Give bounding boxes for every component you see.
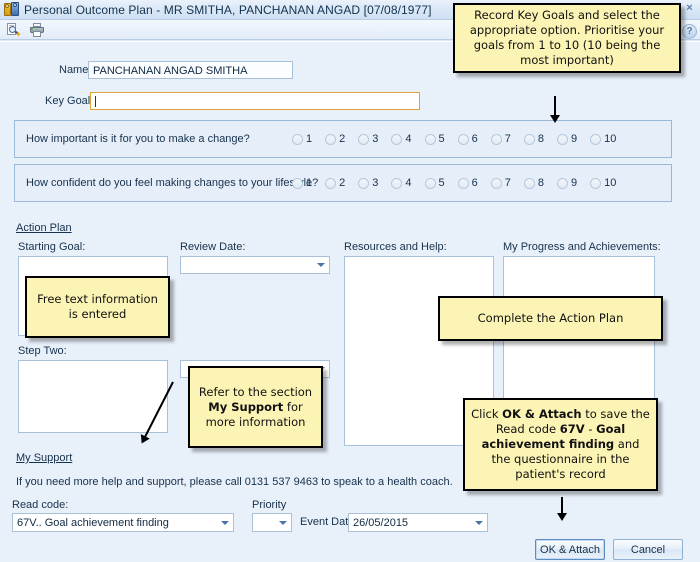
radio-dot [457,133,469,145]
chevron-down-icon [317,263,325,267]
priority-combo[interactable] [252,513,292,532]
cancel-button[interactable]: Cancel [613,539,683,560]
radio-option-6[interactable]: 6 [457,133,478,145]
event-date-value: 26/05/2015 [353,517,409,529]
radio-option-5[interactable]: 5 [424,177,445,189]
radio-option-7[interactable]: 7 [490,133,511,145]
radio-option-7[interactable]: 7 [490,177,511,189]
radio-dot [490,177,502,189]
key-goal-label: Key Goal [45,95,91,107]
radio-dot [523,133,535,145]
radio-dot [424,177,436,189]
chevron-down-icon [221,520,229,525]
radio-option-3[interactable]: 3 [358,177,378,189]
window-title: Personal Outcome Plan - MR SMITHA, PANCH… [24,2,432,17]
resources-label: Resources and Help: [344,241,447,253]
radio-dot [523,177,535,189]
radio-dot [292,177,303,189]
radio-dot [590,133,602,145]
my-support-callout-prefix: Refer to the section [198,384,313,399]
step-two-label: Step Two: [18,345,67,357]
radio-dot [391,177,403,189]
radio-option-2[interactable]: 2 [325,133,345,145]
print-icon[interactable] [29,22,45,38]
my-support-callout-suffix: for more information [205,399,306,429]
radio-dot [457,177,469,189]
radio-option-1[interactable]: 1 [292,133,312,145]
ok-attach-callout-p2: to save the Read code [495,407,650,436]
my-support-callout-bold: My Support [208,399,284,414]
radio-option-1[interactable]: 1 [292,177,312,189]
radio-dot [292,133,303,145]
radio-option-10[interactable]: 10 [590,133,616,145]
ok-attach-callout-p4: and the questionnaire in the patient's r… [491,437,640,481]
chevron-down-icon [279,520,287,525]
action-plan-heading: Action Plan [16,222,72,234]
radio-dot [424,133,436,145]
ok-attach-callout-b1: OK & Attach [502,407,582,421]
print-preview-icon[interactable]: ✦ [5,22,22,38]
radio-option-3[interactable]: 3 [358,133,378,145]
radio-dot [490,133,502,145]
action-plan-callout: Complete the Action Plan [438,296,663,341]
radio-dot [590,177,602,189]
read-code-combo[interactable]: 67V.. Goal achievement finding [12,513,234,532]
key-goal-callout: Record Key Goals and select the appropri… [453,3,681,73]
name-field[interactable]: PANCHANAN ANGAD SMITHA [88,61,293,79]
radio-option-8[interactable]: 8 [523,133,544,145]
radio-dot [358,177,370,189]
radio-option-10[interactable]: 10 [590,177,616,189]
confidence-question-group: How confident do you feel making changes… [14,164,672,202]
confidence-question-label: How confident do you feel making changes… [26,177,319,189]
event-date-label: Event Date [300,516,355,528]
key-goal-input[interactable] [90,92,420,110]
radio-option-2[interactable]: 2 [325,177,345,189]
help-icon[interactable]: ? [682,24,697,39]
priority-label: Priority [252,499,287,511]
radio-dot [557,177,568,189]
radio-option-4[interactable]: 4 [391,177,412,189]
name-label: Name [59,64,89,76]
read-code-value: 67V.. Goal achievement finding [17,517,169,529]
radio-option-9[interactable]: 9 [557,177,577,189]
support-contact-text: If you need more help and support, pleas… [16,476,453,488]
radio-option-5[interactable]: 5 [424,133,445,145]
review-date-label: Review Date: [180,241,246,253]
ok-attach-callout-b3: Goal achievement finding [481,422,626,451]
free-text-callout: Free text information is entered [25,276,170,338]
radio-dot [325,133,337,145]
starting-goal-label: Starting Goal: [18,241,86,253]
progress-label: My Progress and Achievements: [503,241,661,253]
radio-option-9[interactable]: 9 [557,133,577,145]
confidence-radio-group: 1 2 3 4 5 6 7 8 9 10 [292,177,629,189]
ok-attach-callout-b2: 67V [559,422,585,436]
chevron-down-icon [475,520,483,525]
step-two-textarea[interactable] [18,360,168,433]
window-controls: × [681,0,698,16]
review-date-combo[interactable] [180,256,330,274]
my-support-callout: Refer to the section My Support for more… [188,366,323,448]
my-support-heading: My Support [16,452,73,464]
ok-attach-callout-p3: - [584,422,597,436]
callout-arrow-to-rating [550,96,560,123]
radio-option-6[interactable]: 6 [457,177,478,189]
close-icon[interactable]: × [686,2,693,14]
radio-dot [325,177,337,189]
event-date-combo[interactable]: 26/05/2015 [348,513,488,532]
ok-attach-callout: Click OK & Attach to save the Read code … [463,398,658,491]
ok-attach-button[interactable]: OK & Attach [535,539,605,560]
radio-option-4[interactable]: 4 [391,133,412,145]
people-card-icon [4,2,20,17]
importance-question-group: How important is it for you to make a ch… [14,120,672,158]
radio-dot [358,133,370,145]
radio-dot [391,133,403,145]
importance-radio-group: 1 2 3 4 5 6 7 8 9 10 [292,133,629,145]
read-code-label: Read code: [12,499,69,511]
callout-arrow-to-ok-attach [557,497,567,521]
radio-option-8[interactable]: 8 [523,177,544,189]
radio-dot [557,133,568,145]
importance-question-label: How important is it for you to make a ch… [26,133,250,145]
ok-attach-callout-p1: Click [471,407,503,421]
